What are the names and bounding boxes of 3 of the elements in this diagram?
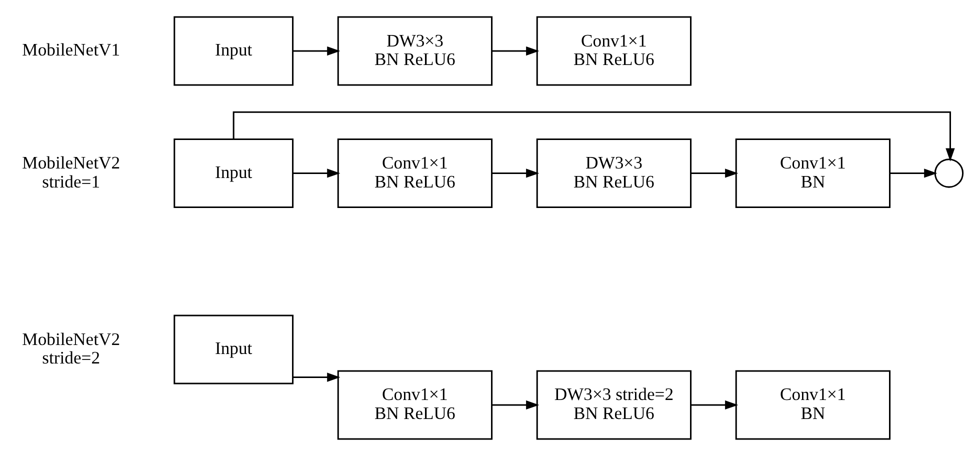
label: MobileNetV1 bbox=[22, 39, 120, 60]
label: MobileNetV2 stride=2 bbox=[22, 328, 120, 368]
label: MobileNetV2 stride=1 bbox=[22, 152, 120, 191]
